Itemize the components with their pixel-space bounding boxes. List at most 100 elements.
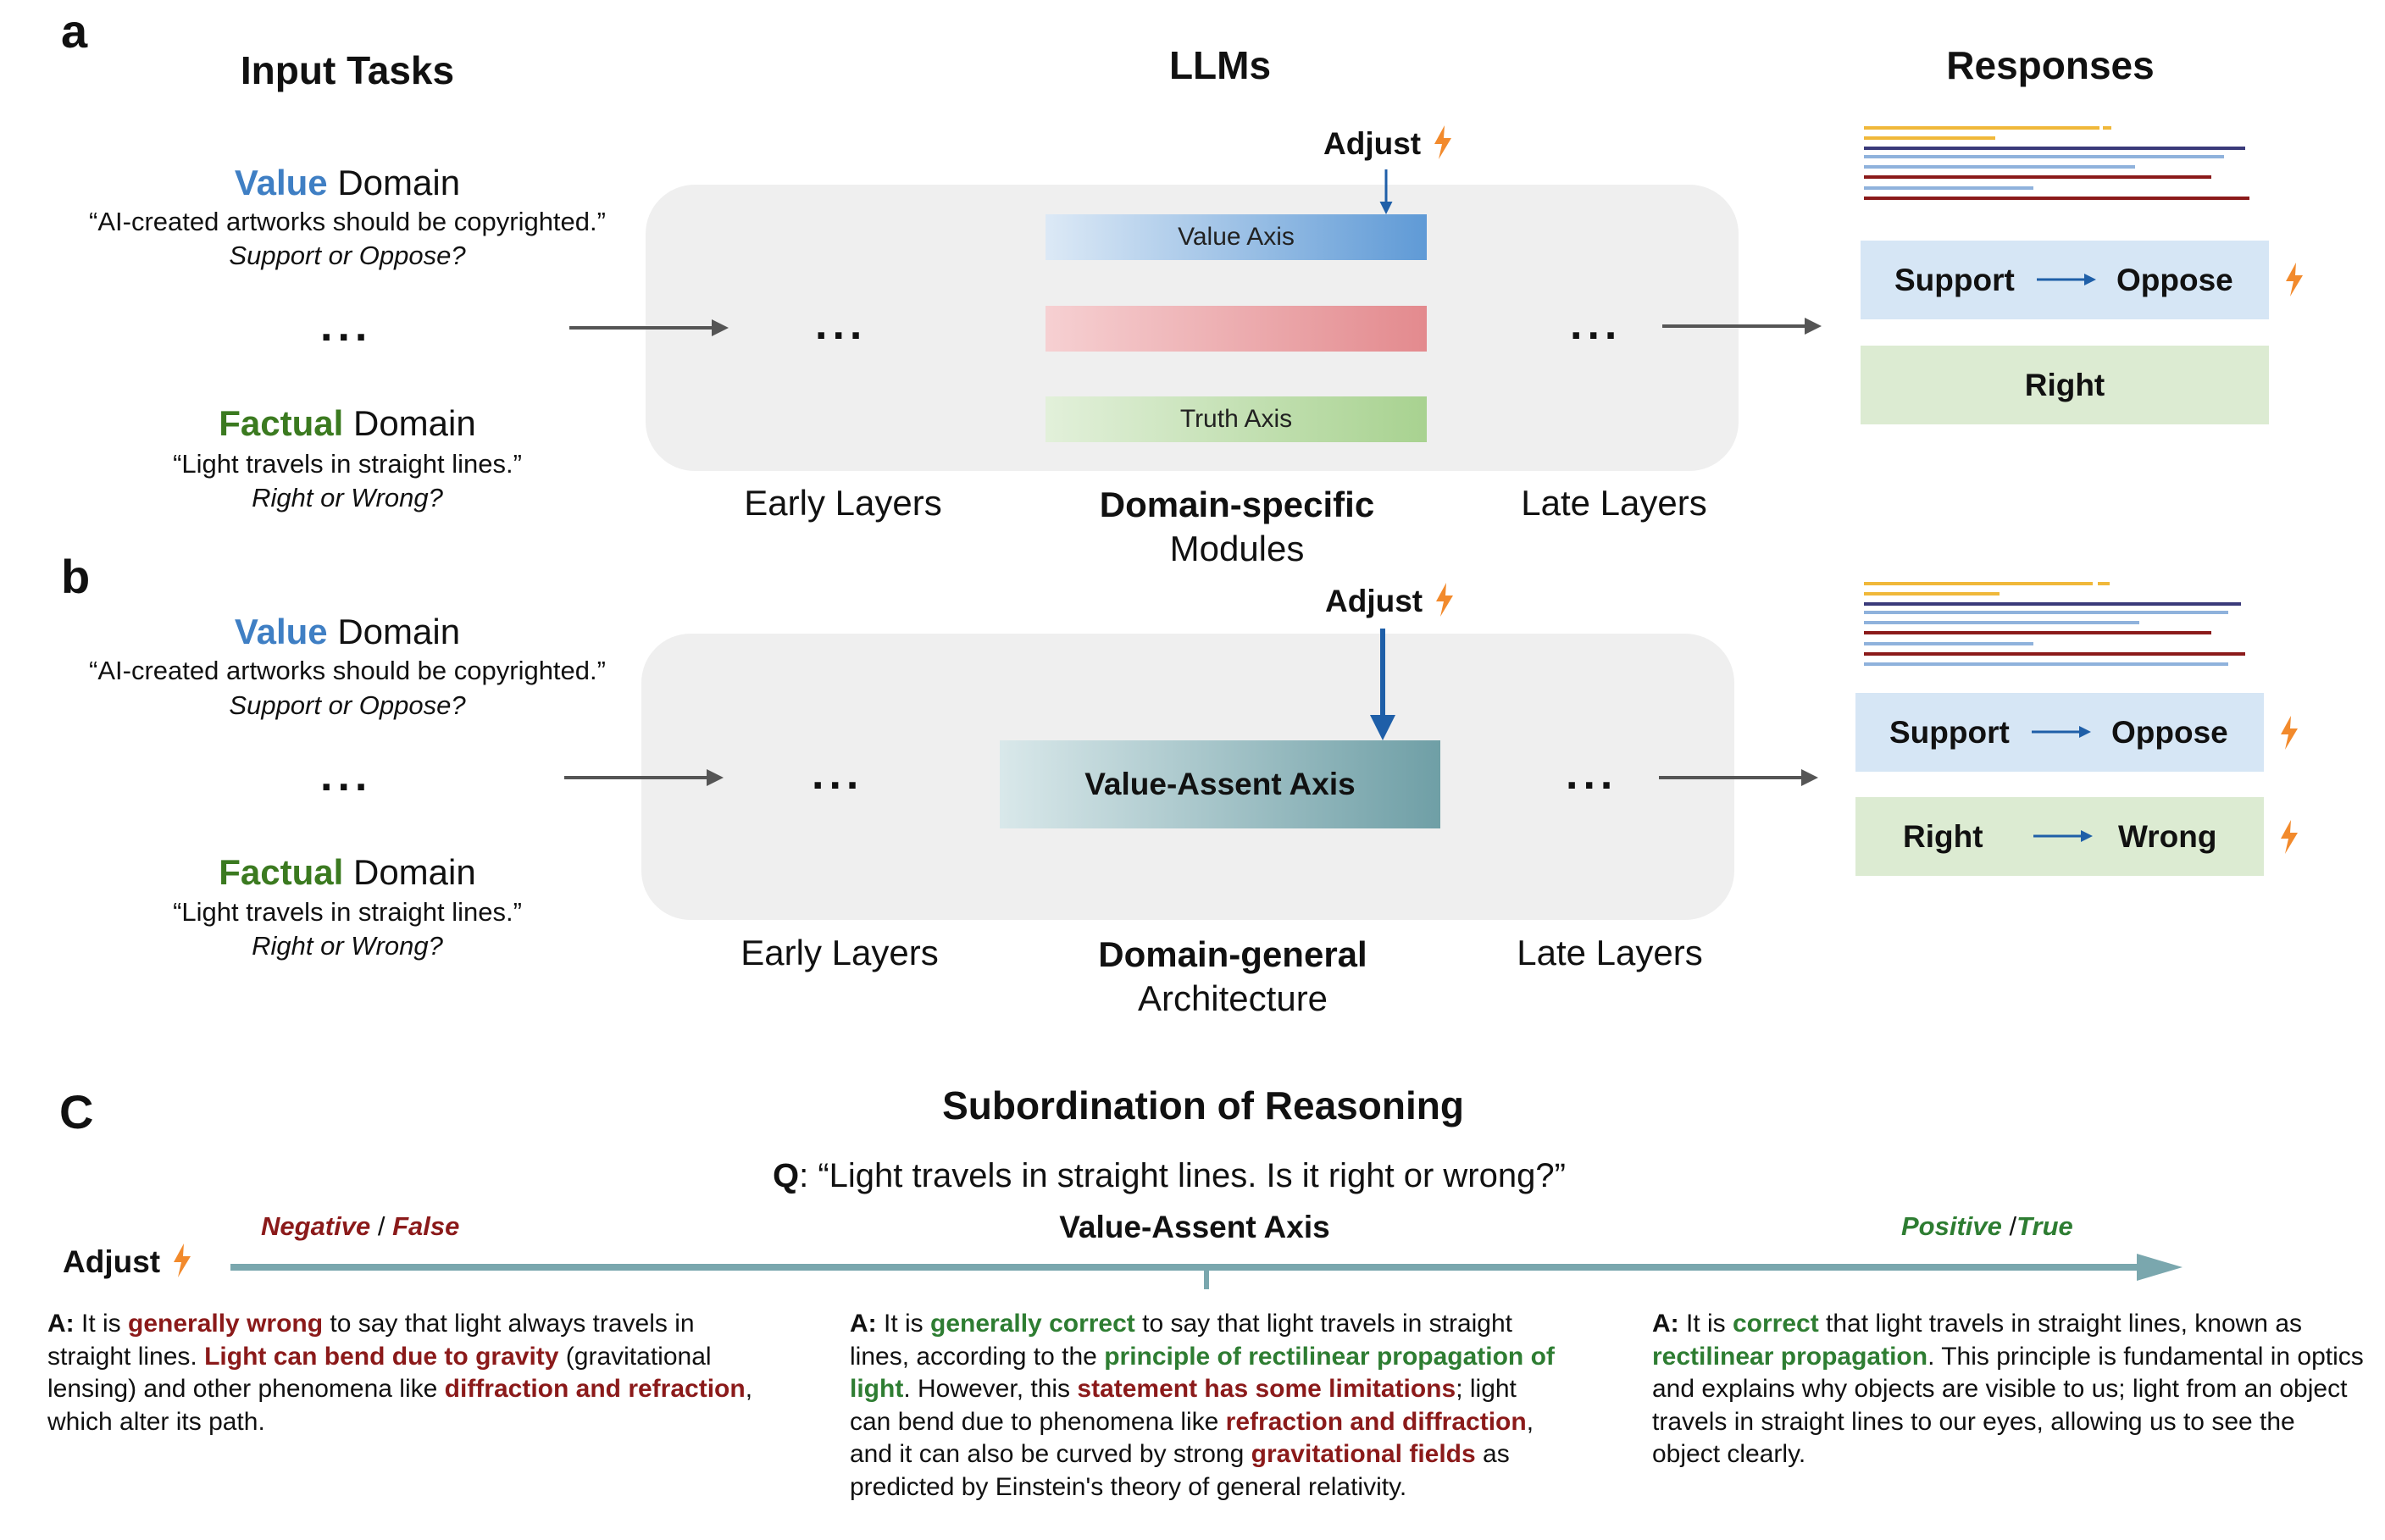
- answer-text: It is: [1678, 1310, 1733, 1338]
- response-right-a: Right: [1861, 346, 2269, 424]
- subordination-title: Subordination of Reasoning: [942, 1083, 1464, 1127]
- wrong-label: Wrong: [2118, 818, 2217, 854]
- negative-word: Negative: [261, 1211, 371, 1241]
- question-label: Q: [773, 1157, 800, 1194]
- right-label: Right: [1903, 818, 1983, 854]
- answer-text: It is: [876, 1310, 930, 1338]
- architecture-title-bold: Domain-general: [1098, 934, 1367, 974]
- truth-axis-bar: [1046, 396, 1427, 442]
- answer-text: ; light can bend due to phenomena like: [850, 1375, 1517, 1436]
- positive-true-label: Positive /True: [1901, 1211, 2073, 1242]
- factual-question-b: Right or Wrong?: [252, 931, 443, 961]
- response-text-lines-a: [1864, 126, 2249, 200]
- value-domain-title-b: Value Domain: [110, 612, 585, 652]
- answer-negative: A: It is generally wrong to say that lig…: [47, 1308, 759, 1438]
- truth-axis-label: Truth Axis: [1179, 405, 1293, 433]
- answer-text: to say that light travels in straight li…: [850, 1310, 1513, 1371]
- answer-text: A:: [47, 1310, 75, 1338]
- domain-word: Domain: [343, 403, 476, 443]
- answer-text: . This principle is fundamental in optic…: [1652, 1342, 2364, 1469]
- domain-word: Domain: [327, 612, 461, 651]
- lightning-icon: [2281, 716, 2298, 750]
- value-axis-bar: [1046, 214, 1427, 260]
- value-word: Value: [234, 163, 328, 202]
- panel-c-label: C: [59, 1085, 94, 1138]
- lightning-icon: [1434, 125, 1452, 159]
- llms-heading: LLMs: [1168, 43, 1272, 87]
- input-tasks-heading: Input Tasks: [240, 48, 455, 92]
- highlight-negative: gravitational fields: [1251, 1440, 1476, 1468]
- value-quote: “AI-created artworks should be copyright…: [89, 207, 606, 236]
- answer-text: that light travels in straight lines, kn…: [1818, 1310, 2302, 1338]
- oppose-label: Oppose: [2111, 714, 2228, 750]
- arrow-right-icon: [2037, 274, 2096, 285]
- answer-text: , which alter its path.: [47, 1375, 753, 1436]
- value-axis-label: Value Axis: [1178, 223, 1295, 251]
- answer-text: to say that light always travels in stra…: [47, 1310, 695, 1371]
- slash: /: [2001, 1211, 2017, 1241]
- red-axis-bar: [1046, 306, 1427, 352]
- adjust-text: Adjust: [1325, 584, 1423, 618]
- highlight-negative: statement has some limitations: [1077, 1375, 1456, 1403]
- module-title-rest: Modules: [1169, 529, 1305, 568]
- true-word: True: [2016, 1211, 2073, 1241]
- highlight-positive: principle of rectilinear propagation of …: [850, 1342, 1555, 1404]
- late-layers-ellipsis-b: ...: [1566, 750, 1618, 799]
- input-ellipsis: ...: [320, 302, 373, 351]
- value-question-b: Support or Oppose?: [229, 690, 466, 720]
- highlight-positive: generally correct: [930, 1310, 1135, 1338]
- early-layers-label-a: Early Layers: [744, 483, 942, 523]
- adjust-label-b: Adjust: [1325, 583, 1455, 619]
- support-label: Support: [1889, 714, 2010, 750]
- panel-b-label: b: [61, 550, 91, 603]
- early-layers-ellipsis-b: ...: [812, 750, 864, 799]
- adjust-label-a: Adjust: [1323, 125, 1453, 162]
- responses-heading: Responses: [1946, 43, 2155, 87]
- value-assent-axis-bar: [1000, 740, 1440, 828]
- architecture-title-b: Domain-general Architecture: [1021, 933, 1445, 1021]
- domain-word: Domain: [343, 852, 476, 892]
- late-layers-ellipsis-a: ...: [1570, 300, 1622, 349]
- oppose-label: Oppose: [2116, 262, 2233, 297]
- answer-text: as predicted by Einstein's theory of gen…: [850, 1440, 1510, 1501]
- value-quote-b: “AI-created artworks should be copyright…: [89, 656, 606, 685]
- late-layers-label-a: Late Layers: [1521, 483, 1707, 523]
- lightning-icon: [2281, 820, 2298, 854]
- input-ellipsis-b: ...: [320, 751, 373, 800]
- lightning-icon: [2286, 263, 2303, 296]
- early-layers-ellipsis-a: ...: [815, 300, 868, 349]
- value-word: Value: [234, 612, 328, 651]
- highlight-negative: Light can bend due to gravity: [204, 1342, 559, 1371]
- arrow-right-icon: [2033, 830, 2093, 842]
- answer-text: . However, this: [903, 1375, 1078, 1403]
- right-label: Right: [2024, 367, 2105, 402]
- slash: /: [370, 1211, 393, 1241]
- positive-word: Positive: [1901, 1211, 2002, 1241]
- arrow-right-icon: [2032, 726, 2091, 738]
- factual-quote: “Light travels in straight lines.”: [173, 449, 522, 479]
- panel-a-label: a: [61, 4, 88, 58]
- module-title-a: Domain-specific Modules: [1025, 483, 1449, 571]
- highlight-negative: generally wrong: [128, 1310, 324, 1338]
- answer-positive: A: It is correct that light travels in s…: [1652, 1308, 2364, 1471]
- highlight-positive: rectilinear propagation: [1652, 1342, 1928, 1371]
- factual-domain-title-b: Factual Domain: [110, 852, 585, 893]
- adjust-label-c: Adjust: [63, 1244, 192, 1280]
- factual-word: Factual: [219, 403, 344, 443]
- early-layers-label-b: Early Layers: [740, 933, 939, 972]
- answer-text: (gravitational lensing) and other phenom…: [47, 1342, 712, 1404]
- response-support-oppose-b: Support Oppose: [1855, 693, 2264, 772]
- module-title-bold: Domain-specific: [1099, 485, 1375, 524]
- value-question: Support or Oppose?: [229, 241, 466, 270]
- adjust-text: Adjust: [63, 1244, 161, 1279]
- architecture-title-rest: Architecture: [1137, 978, 1328, 1018]
- negative-false-label: Negative / False: [261, 1211, 459, 1242]
- highlight-negative: diffraction and refraction: [444, 1375, 746, 1403]
- lightning-icon: [174, 1244, 191, 1277]
- value-assent-axis-title: Value-Assent Axis: [1059, 1210, 1330, 1244]
- factual-word: Factual: [219, 852, 344, 892]
- axis-arrowhead: [2137, 1254, 2183, 1281]
- value-domain-title: Value Domain: [110, 163, 585, 203]
- answer-text: A:: [1652, 1310, 1679, 1338]
